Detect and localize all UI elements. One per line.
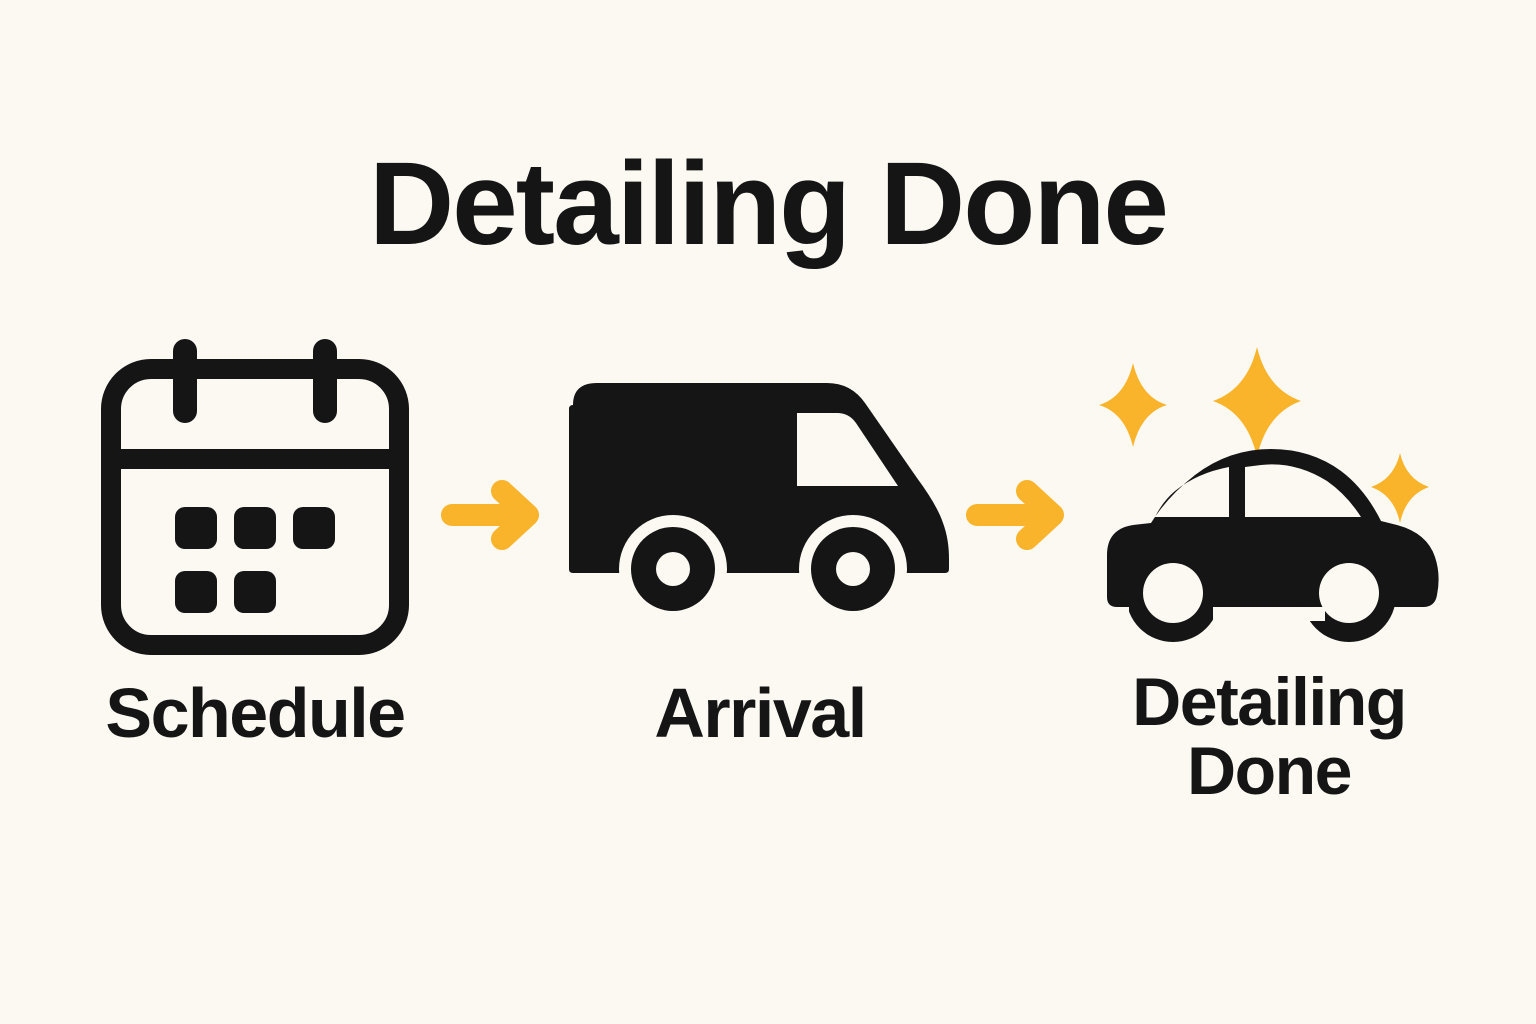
calendar-icon xyxy=(101,339,409,655)
step-schedule-icon-wrap xyxy=(60,330,450,660)
step-detailing-done-icon-wrap xyxy=(1060,330,1478,660)
arrow-right-icon-2 xyxy=(965,475,1077,555)
sparkle-icon-medium xyxy=(1099,363,1167,447)
step-arrival-label: Arrival xyxy=(654,674,867,752)
page-title: Detailing Done xyxy=(368,138,1169,270)
step-arrival[interactable]: Arrival xyxy=(565,330,955,870)
sparkle-icon-small xyxy=(1371,453,1429,523)
delivery-van-icon xyxy=(569,382,949,623)
step-detailing-done-label-line2: Done xyxy=(1187,733,1353,810)
step-schedule[interactable]: Schedule xyxy=(60,330,450,870)
step-detailing-done-label: Detailing Done xyxy=(1060,664,1478,810)
sparkling-car-icon xyxy=(1089,347,1449,642)
step-arrival-icon-wrap xyxy=(565,330,955,660)
step-detailing-done[interactable]: Detailing Done xyxy=(1060,330,1478,870)
step-schedule-label: Schedule xyxy=(105,674,406,752)
arrow-right-icon xyxy=(441,480,539,550)
arrow-right-icon xyxy=(966,480,1064,550)
arrow-right-icon-1 xyxy=(440,475,552,555)
sparkle-icon-large xyxy=(1213,347,1301,457)
step-detailing-done-label-line1: Detailing xyxy=(1132,664,1407,740)
process-flow: Schedule xyxy=(0,330,1536,870)
